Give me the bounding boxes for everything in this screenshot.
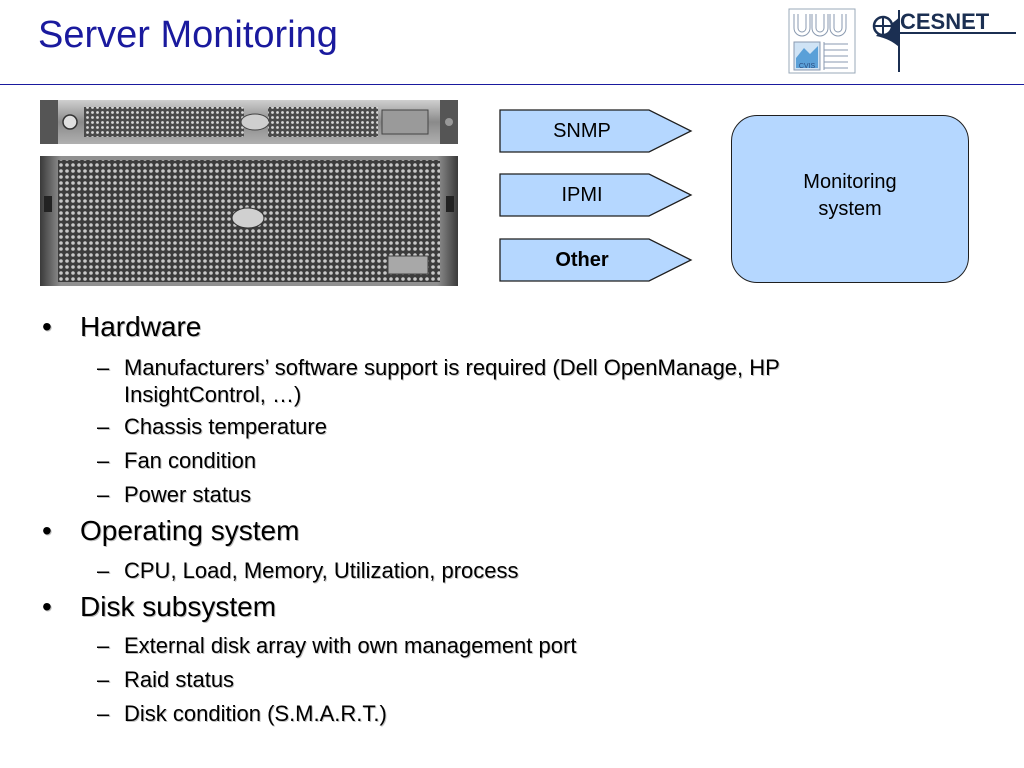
protocol-arrow-ipmi: IPMI — [499, 173, 693, 217]
monitoring-system-label: Monitoring system — [803, 171, 897, 220]
protocol-arrow-snmp: SNMP — [499, 109, 693, 153]
cvis-logo: CVIS — [788, 8, 856, 74]
monitoring-system-box: Monitoring system — [731, 115, 969, 283]
cesnet-logo: CESNET — [866, 8, 1016, 74]
cvis-logo-text: CVIS — [799, 63, 816, 70]
title-divider — [0, 84, 1024, 85]
protocol-label: IPMI — [561, 184, 603, 206]
protocol-label: Other — [555, 249, 609, 271]
slide-title: Server Monitoring — [38, 14, 338, 56]
cesnet-logo-text: CESNET — [900, 9, 990, 34]
protocol-arrow-other: Other — [499, 238, 693, 282]
server-4u-image — [40, 156, 458, 286]
protocol-label: SNMP — [553, 120, 611, 142]
server-1u-image — [40, 100, 458, 144]
